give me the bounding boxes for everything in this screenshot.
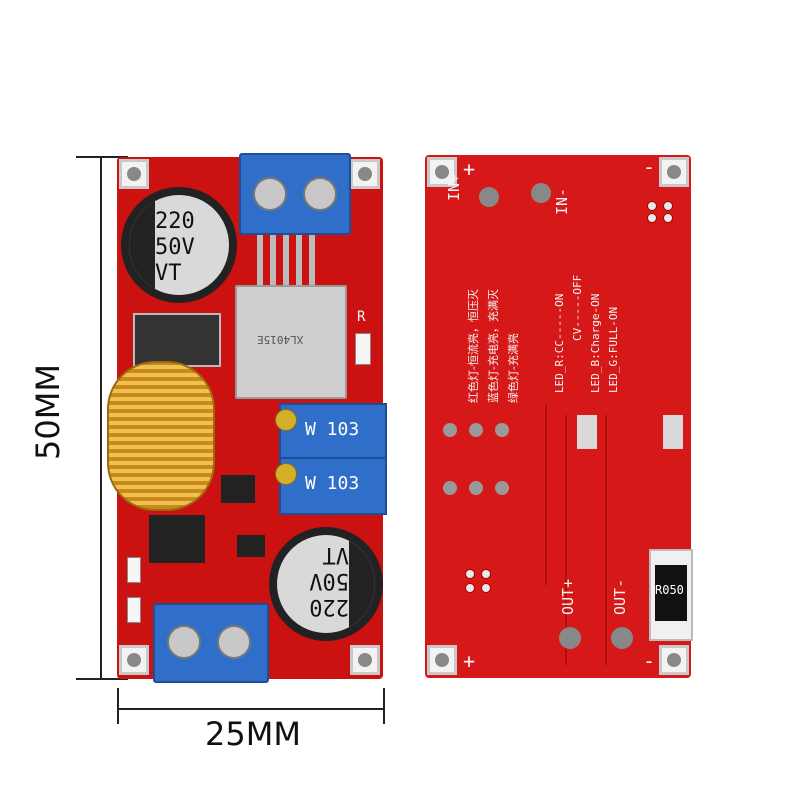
current-sense-resistor: R050: [649, 549, 693, 641]
capacitor-voltage-text: 50V: [309, 568, 349, 593]
led-legend-line-3: LED_B:Charge-ON: [589, 293, 602, 393]
via-dot: [481, 583, 491, 593]
led-legend-line-2: CV-----OFF: [571, 274, 584, 341]
mounting-hole: [659, 157, 689, 187]
input-minus-pad: [531, 183, 551, 203]
led-r-silkscreen: R: [357, 309, 366, 325]
capacitor-value-text: 220: [309, 594, 349, 619]
pot-adjust-screw-icon: [275, 409, 297, 431]
pcb-trace: [565, 415, 567, 665]
mounting-hole: [427, 157, 457, 187]
height-dimension-line: [100, 157, 102, 679]
via-dot: [663, 201, 673, 211]
potentiometer-top: W 103: [275, 403, 387, 461]
back-pcb-board: + - + - IN+ IN- 红色灯-恒流亮，恒压灭 蓝色灯-充电亮，充满灭 …: [425, 155, 693, 678]
plus-marker-bottom: +: [463, 649, 476, 673]
led-indicator: [127, 597, 141, 623]
electrolytic-capacitor-bottom: 220 50V VT: [269, 527, 383, 641]
terminal-screw-icon: [167, 625, 201, 659]
through-hole-pad: [469, 481, 483, 495]
smd-pad: [577, 415, 597, 449]
mounting-hole: [350, 645, 380, 675]
plus-marker-top: +: [463, 157, 476, 181]
output-plus-label: OUT+: [559, 578, 577, 615]
electrolytic-capacitor-top: 220 50V VT: [121, 187, 237, 303]
resistor-value-text: R050: [655, 583, 684, 597]
height-dimension-label: 50MM: [29, 364, 67, 460]
capacitor-voltage-text: 50V: [155, 235, 195, 260]
through-hole-pad: [495, 423, 509, 437]
width-dimension-label: 25MM: [205, 715, 301, 753]
pot-value-text: W 103: [305, 419, 360, 440]
width-dimension-tick-right: [383, 688, 385, 724]
capacitor-series-text: VT: [155, 261, 182, 286]
via-dot: [465, 569, 475, 579]
capacitor-value-text: 220: [155, 209, 195, 234]
output-plus-pad: [559, 627, 581, 649]
led-indicator: [127, 557, 141, 583]
toroid-inductor: [107, 361, 215, 511]
input-terminal-block: [239, 153, 351, 235]
cn-note-line-1: 红色灯-恒流亮，恒压灭: [467, 289, 480, 403]
via-dot: [663, 213, 673, 223]
chip-marking-text: XL4015E: [257, 333, 304, 346]
pot-adjust-screw-icon: [275, 463, 297, 485]
through-hole-pad: [469, 423, 483, 437]
transistor: [221, 475, 255, 503]
cn-note-line-2: 蓝色灯-充电亮，充满灭: [487, 289, 500, 403]
mounting-hole: [350, 159, 380, 189]
regulator-chip: XL4015E: [235, 285, 347, 399]
mounting-hole: [659, 645, 689, 675]
smd-component: [237, 535, 265, 557]
pcb-trace: [605, 415, 607, 665]
terminal-screw-icon: [253, 177, 287, 211]
op-amp-ic: [149, 515, 205, 563]
output-terminal-block: [153, 603, 269, 683]
height-dimension-tick-bottom: [76, 678, 128, 680]
mounting-hole: [427, 645, 457, 675]
potentiometer-bottom: W 103: [275, 457, 387, 515]
through-hole-pad: [443, 423, 457, 437]
output-minus-label: OUT-: [611, 578, 629, 615]
pcb-trace: [545, 405, 547, 585]
schottky-diode: [133, 313, 221, 367]
ic-pin-array: [257, 235, 319, 287]
led-legend-line-1: LED_R:CC-----ON: [553, 293, 566, 393]
input-plus-label: IN+: [445, 173, 463, 201]
terminal-screw-icon: [303, 177, 337, 211]
through-hole-pad: [495, 481, 509, 495]
pot-value-text: W 103: [305, 473, 360, 494]
mounting-hole: [119, 159, 149, 189]
width-dimension-line: [118, 708, 384, 710]
via-dot: [481, 569, 491, 579]
cn-note-line-3: 绿色灯-充满亮: [507, 333, 520, 403]
capacitor-series-text: VT: [322, 542, 350, 567]
via-dot: [647, 201, 657, 211]
input-plus-pad: [479, 187, 499, 207]
width-dimension-tick-left: [117, 688, 119, 724]
front-pcb-board: 220 50V VT XL4015E R W 103 W 103 220: [107, 153, 387, 683]
through-hole-pad: [443, 481, 457, 495]
output-minus-pad: [611, 627, 633, 649]
led-indicator: [355, 333, 371, 365]
minus-marker-bottom: -: [643, 649, 656, 673]
minus-marker-top: -: [643, 155, 656, 179]
led-legend-line-4: LED_G:FULL-ON: [607, 306, 620, 393]
mounting-hole: [119, 645, 149, 675]
terminal-screw-icon: [217, 625, 251, 659]
height-dimension-tick-top: [76, 156, 128, 158]
input-minus-label: IN-: [553, 187, 571, 215]
via-dot: [465, 583, 475, 593]
smd-pad: [663, 415, 683, 449]
via-dot: [647, 213, 657, 223]
